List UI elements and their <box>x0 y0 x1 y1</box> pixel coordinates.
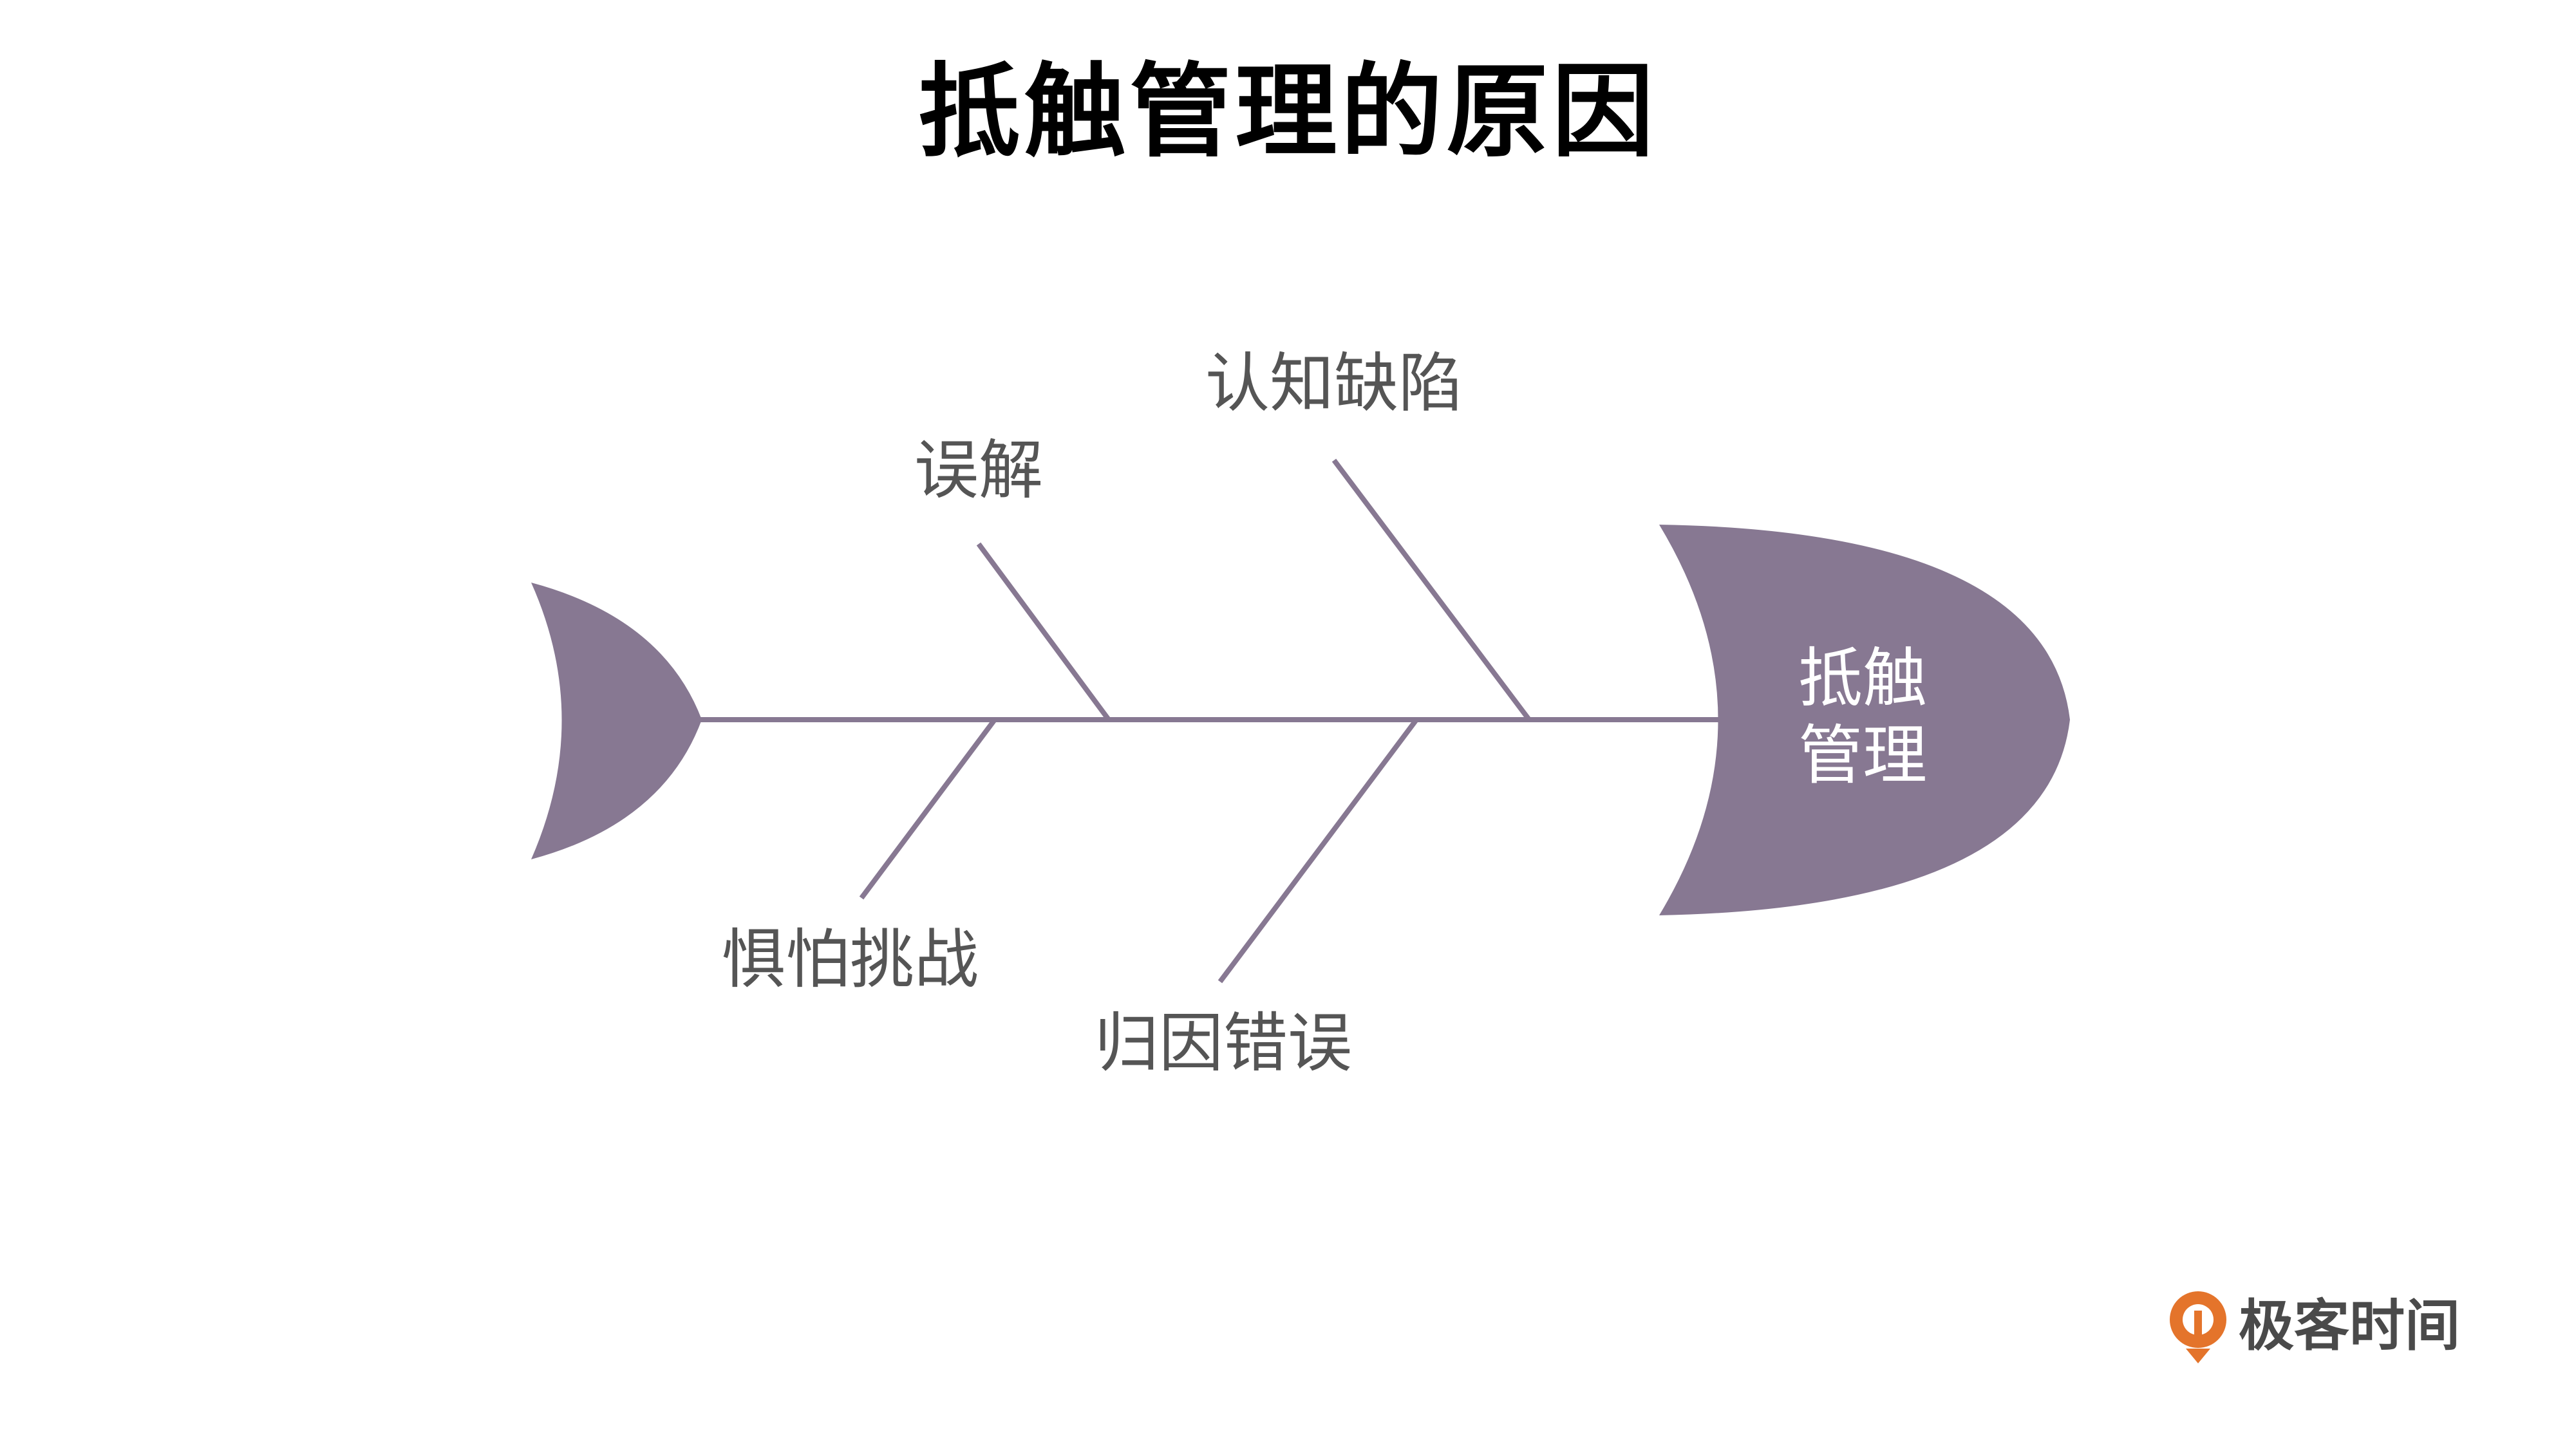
logo-text: 极客时间 <box>2239 1294 2460 1358</box>
fish-tail <box>531 583 702 859</box>
bone-label-cognitive-deficit: 认知缺陷 <box>1205 346 1463 421</box>
geektime-logo-icon <box>2170 1291 2226 1363</box>
page-title: 抵触管理的原因 <box>918 53 1658 171</box>
bone-upper-left <box>976 542 1111 722</box>
bone-upper-right <box>1331 458 1532 722</box>
bone-label-fear-of-challenge: 惧怕挑战 <box>721 922 979 997</box>
head-label-line-1: 抵触 <box>1798 640 1927 716</box>
brand-logo: 极客时间 <box>2167 1284 2460 1368</box>
fish-head <box>1659 525 2070 915</box>
bone-lower-right <box>1217 718 1419 984</box>
head-label-line-2: 管理 <box>1798 718 1927 793</box>
bone-lower-left <box>859 718 997 900</box>
bone-label-attribution-error: 归因错误 <box>1095 1005 1352 1081</box>
bone-label-misunderstanding: 误解 <box>914 433 1043 508</box>
